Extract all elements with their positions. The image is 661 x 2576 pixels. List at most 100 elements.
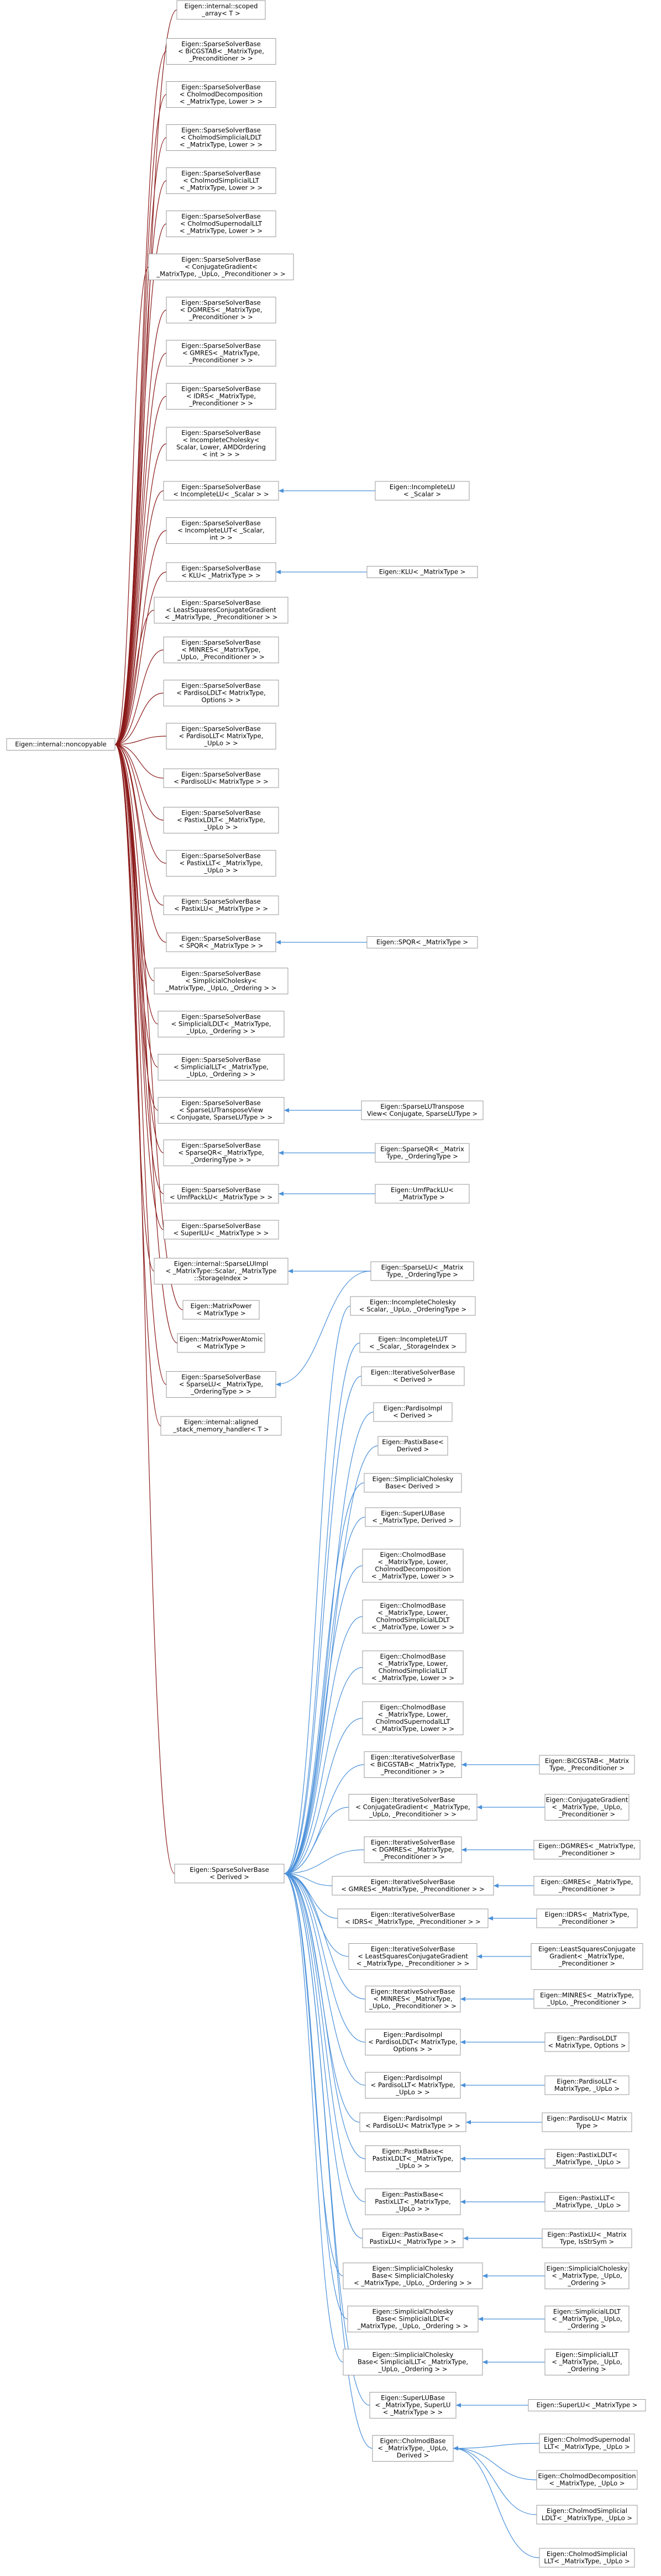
class-node-ssb-simplicialllt[interactable]: Eigen::SparseSolverBase< SimplicialLLT< …	[158, 1054, 285, 1080]
class-node-label: < MatrixType >	[196, 1342, 245, 1350]
class-node-ssb-pastixldlt[interactable]: Eigen::SparseSolverBase< PastixLDLT< _Ma…	[163, 807, 279, 833]
class-node-isb-dgmres[interactable]: Eigen::IterativeSolverBase< DGMRES< _Mat…	[364, 1837, 462, 1863]
class-node-pardisollt[interactable]: Eigen::PardisoLLT<MatrixType, _UpLo >	[544, 2075, 629, 2095]
class-node-inccholesky[interactable]: Eigen::IncompleteCholesky< Scalar, _UpLo…	[350, 1296, 476, 1316]
class-node-ssb-minres[interactable]: Eigen::SparseSolverBase< MINRES< _Matrix…	[163, 637, 279, 663]
class-node-bicgstab[interactable]: Eigen::BiCGSTAB< _MatrixType, _Precondit…	[539, 1755, 635, 1775]
class-node-ssb-superilu[interactable]: Eigen::SparseSolverBase< SuperILU< _Matr…	[163, 1220, 279, 1240]
class-node-ssb-cholmodsupernodalllt[interactable]: Eigen::SparseSolverBase< CholmodSupernod…	[166, 211, 276, 237]
class-node-conjgrad[interactable]: Eigen::ConjugateGradient< _MatrixType, _…	[544, 1794, 629, 1820]
class-node-ssb-cholmodsimplicialldlt[interactable]: Eigen::SparseSolverBase< CholmodSimplici…	[166, 124, 276, 151]
class-node-ssb-inccholesky[interactable]: Eigen::SparseSolverBase< IncompleteChole…	[166, 427, 276, 461]
class-node-noncopyable[interactable]: Eigen::internal::noncopyable	[6, 738, 116, 751]
class-node-cb-snllt[interactable]: Eigen::CholmodBase< _MatrixType, Lower,C…	[362, 1701, 464, 1735]
class-node-gmres[interactable]: Eigen::GMRES< _MatrixType,_Preconditione…	[533, 1876, 641, 1896]
class-node-ssb-pardisolu[interactable]: Eigen::SparseSolverBase< PardisoLU< Matr…	[163, 768, 279, 788]
class-node-ssb-pardisoldlt[interactable]: Eigen::SparseSolverBase< PardisoLDLT< Ma…	[163, 680, 279, 706]
class-node-matrixpoweratomic[interactable]: Eigen::MatrixPowerAtomic< MatrixType >	[177, 1333, 265, 1353]
class-node-ssb-sparseqr[interactable]: Eigen::SparseSolverBase< SparseQR< _Matr…	[163, 1140, 279, 1166]
class-node-isb-conjgrad[interactable]: Eigen::IterativeSolverBase< ConjugateGra…	[348, 1794, 478, 1820]
class-node-pardisoimpl-derived[interactable]: Eigen::PardisoImpl< Derived >	[373, 1402, 453, 1422]
class-node-ssb-gmres[interactable]: Eigen::SparseSolverBase< GMRES< _MatrixT…	[166, 340, 276, 366]
class-node-pi-ldlt[interactable]: Eigen::PardisoImpl< PardisoLDLT< MatrixT…	[365, 2029, 461, 2055]
class-node-cholmodsimplicialllt[interactable]: Eigen::CholmodSimplicialLLT< _MatrixType…	[539, 2548, 635, 2568]
class-node-ssb-derived[interactable]: Eigen::SparseSolverBase< Derived >	[174, 1864, 285, 1884]
class-node-cholmodsimplicialldlt[interactable]: Eigen::CholmodSimplicialLDLT< _MatrixTyp…	[536, 2505, 638, 2525]
class-node-cb-sllt[interactable]: Eigen::CholmodBase< _MatrixType, Lower,C…	[362, 1650, 464, 1685]
class-node-ssb-inclut[interactable]: Eigen::SparseSolverBase< IncompleteLUT< …	[166, 517, 276, 544]
class-node-pb-llt[interactable]: Eigen::PastixBase<PastixLLT< _MatrixType…	[365, 2189, 461, 2215]
class-node-isb-gmres[interactable]: Eigen::IterativeSolverBase< GMRES< _Matr…	[332, 1876, 494, 1896]
class-node-pb-ldlt[interactable]: Eigen::PastixBase<PastixLDLT< _MatrixTyp…	[365, 2145, 461, 2172]
class-node-sparselu[interactable]: Eigen::SparseLU< _MatrixType, _OrderingT…	[370, 1261, 474, 1281]
class-node-matrixpower[interactable]: Eigen::MatrixPower< MatrixType >	[182, 1300, 260, 1320]
class-node-dgmres[interactable]: Eigen::DGMRES< _MatrixType,_Precondition…	[533, 1840, 641, 1860]
class-node-pi-llt[interactable]: Eigen::PardisoImpl< PardisoLLT< MatrixTy…	[365, 2072, 461, 2098]
class-node-pb-lu[interactable]: Eigen::PastixBase<PastixLU< _MatrixType …	[362, 2228, 464, 2248]
class-node-ssb-sparselu[interactable]: Eigen::SparseSolverBase< SparseLU< _Matr…	[166, 1371, 276, 1398]
class-node-spqr[interactable]: Eigen::SPQR< _MatrixType >	[366, 936, 478, 948]
class-node-box	[375, 1184, 470, 1204]
class-node-cb-sldlt[interactable]: Eigen::CholmodBase< _MatrixType, Lower,C…	[362, 1599, 464, 1634]
class-node-sparseluimpl[interactable]: Eigen::internal::SparseLUImpl< _MatrixTy…	[154, 1258, 288, 1284]
class-node-simplicialllt[interactable]: Eigen::SimplicialLLT< _MatrixType, _UpLo…	[544, 2349, 629, 2375]
class-node-umfpacklu[interactable]: Eigen::UmfPackLU<_MatrixType >	[375, 1184, 470, 1204]
class-node-lscg[interactable]: Eigen::LeastSquaresConjugateGradient< _M…	[531, 1943, 643, 1970]
class-node-label: _UpLo > >	[395, 2089, 429, 2096]
class-node-ssb-pastixlu[interactable]: Eigen::SparseSolverBase< PastixLU< _Matr…	[163, 895, 279, 915]
class-node-sparseqr[interactable]: Eigen::SparseQR< _MatrixType, _OrderingT…	[375, 1143, 470, 1163]
class-node-ssb-umfpacklu[interactable]: Eigen::SparseSolverBase< UmfPackLU< _Mat…	[163, 1184, 279, 1204]
edge-pb_llt-to-ssb_derived	[284, 1871, 366, 2202]
class-node-pardisoldlt[interactable]: Eigen::PardisoLDLT< MatrixType, Options …	[544, 2032, 629, 2052]
class-node-minres[interactable]: Eigen::MINRES< _MatrixType,_UpLo, _Preco…	[533, 1989, 641, 2009]
class-node-ssb-pardisollt[interactable]: Eigen::SparseSolverBase< PardisoLLT< Mat…	[166, 723, 276, 749]
class-node-ssb-cholmoddecomp[interactable]: Eigen::SparseSolverBase< CholmodDecompos…	[166, 81, 276, 108]
class-node-isb-bicgstab[interactable]: Eigen::IterativeSolverBase< BiCGSTAB< _M…	[364, 1751, 462, 1778]
class-node-label: Eigen::PastixBase<	[382, 2191, 443, 2199]
class-node-pastixldlt[interactable]: Eigen::PastixLDLT<_MatrixType, _UpLo >	[544, 2149, 629, 2169]
class-node-ssb-lscg[interactable]: Eigen::SparseSolverBase< LeastSquaresCon…	[154, 597, 288, 623]
class-node-isb-minres[interactable]: Eigen::IterativeSolverBase< MINRES< _Mat…	[365, 1986, 461, 2012]
class-node-inclut[interactable]: Eigen::IncompleteLUT< _Scalar, _StorageI…	[359, 1333, 466, 1353]
class-node-isb-idrs[interactable]: Eigen::IterativeSolverBase< IDRS< _Matri…	[337, 1908, 489, 1928]
class-node-pastixlu[interactable]: Eigen::PastixLU< _MatrixType, IsStrSym >	[542, 2228, 632, 2248]
class-node-ssb-inclu[interactable]: Eigen::SparseSolverBase< IncompleteLU< _…	[163, 481, 279, 501]
class-node-isb-lscg[interactable]: Eigen::IterativeSolverBase< LeastSquares…	[348, 1943, 478, 1970]
class-node-slb-superlu[interactable]: Eigen::SuperLUBase< _MatrixType, SuperLU…	[369, 2392, 457, 2418]
class-node-cholmodbase[interactable]: Eigen::CholmodBase< _MatrixType, _UpLo,D…	[372, 2435, 454, 2462]
class-node-superlu[interactable]: Eigen::SuperLU< _MatrixType >	[528, 2399, 646, 2411]
class-node-pastixbase-derived[interactable]: Eigen::PastixBase<Derived >	[377, 1436, 448, 1456]
class-node-ssb-dgmres[interactable]: Eigen::SparseSolverBase< DGMRES< _Matrix…	[166, 297, 276, 323]
class-node-simplicialcholesky[interactable]: Eigen::SimplicialCholesky< _MatrixType, …	[544, 2263, 629, 2289]
class-node-ssb-conjgrad[interactable]: Eigen::SparseSolverBase< ConjugateGradie…	[148, 254, 294, 280]
class-node-pardisolu[interactable]: Eigen::PardisoLU< MatrixType >	[542, 2112, 632, 2132]
class-node-ssb-spqr[interactable]: Eigen::SparseSolverBase< SPQR< _MatrixTy…	[166, 932, 276, 952]
class-node-label: < MINRES< _MatrixType,	[181, 646, 260, 654]
class-node-ssb-sparselutranspose[interactable]: Eigen::SparseSolverBase< SparseLUTranspo…	[158, 1097, 285, 1124]
class-node-isb-derived[interactable]: Eigen::IterativeSolverBase< Derived >	[361, 1366, 465, 1386]
class-node-sparselutranspose[interactable]: Eigen::SparseLUTransposeView< Conjugate,…	[361, 1100, 484, 1120]
class-node-pi-lu[interactable]: Eigen::PardisoImpl< PardisoLU< MatrixTyp…	[359, 2112, 466, 2132]
class-node-ssb-klu[interactable]: Eigen::SparseSolverBase< KLU< _MatrixTyp…	[166, 562, 276, 582]
class-node-klu[interactable]: Eigen::KLU< _MatrixType >	[366, 566, 478, 578]
class-node-ssb-simplicialldlt[interactable]: Eigen::SparseSolverBase< SimplicialLDLT<…	[158, 1011, 285, 1037]
class-node-ssb-idrs[interactable]: Eigen::SparseSolverBase< IDRS< _MatrixTy…	[166, 383, 276, 410]
class-node-ssb-pastixllt[interactable]: Eigen::SparseSolverBase< PastixLLT< _Mat…	[166, 850, 276, 877]
class-node-pastixllt[interactable]: Eigen::PastixLLT<_MatrixType, _UpLo >	[544, 2192, 629, 2212]
class-node-simplicialldlt[interactable]: Eigen::SimplicialLDLT< _MatrixType, _UpL…	[544, 2306, 629, 2332]
class-node-cholmoddecomposition[interactable]: Eigen::CholmodDecomposition< _MatrixType…	[536, 2470, 638, 2490]
class-node-scoped-array[interactable]: Eigen::internal::scoped_array< T >	[176, 0, 266, 20]
class-node-idrs[interactable]: Eigen::IDRS< _MatrixType,_Preconditioner…	[536, 1908, 638, 1928]
class-node-cholmodsupernodalllt[interactable]: Eigen::CholmodSupernodalLLT< _MatrixType…	[539, 2433, 635, 2453]
class-node-ssb-bicgstab[interactable]: Eigen::SparseSolverBase< BiCGSTAB< _Matr…	[166, 38, 276, 65]
class-node-cb-decomp[interactable]: Eigen::CholmodBase< _MatrixType, Lower,C…	[362, 1549, 464, 1583]
class-node-superlubase[interactable]: Eigen::SuperLUBase< _MatrixType, Derived…	[365, 1507, 461, 1527]
class-node-inclu[interactable]: Eigen::IncompleteLU< _Scalar >	[375, 481, 470, 501]
class-node-aligned-stack[interactable]: Eigen::internal::aligned_stack_memory_ha…	[160, 1416, 282, 1436]
class-node-ssb-cholmodsimplicialllt[interactable]: Eigen::SparseSolverBase< CholmodSimplici…	[166, 167, 276, 194]
class-node-ssb-simplicialcholesky[interactable]: Eigen::SparseSolverBase< SimplicialChole…	[154, 968, 288, 994]
